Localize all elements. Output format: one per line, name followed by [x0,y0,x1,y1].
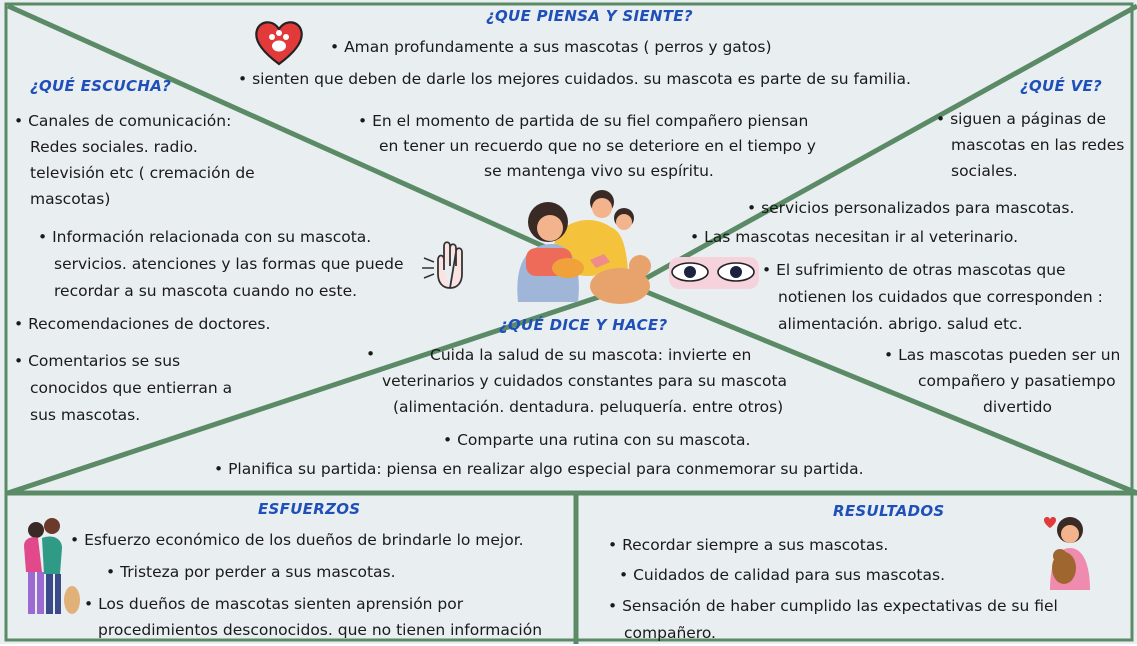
hear-item: conocidos que entierran a [30,379,233,397]
see-item: mascotas en las redes [951,136,1125,154]
gains-title: RESULTADOS [833,502,945,520]
eyes-icon [668,256,760,294]
pains-item: • Esfuerzo económico de los dueños de br… [70,531,524,549]
say-do-item: (alimentación. dentadura. peluquería. en… [393,398,784,416]
see-item: • Las mascotas necesitan ir al veterinar… [690,228,1019,246]
say-do-item: veterinarios y cuidados constantes para … [382,372,788,390]
gains-item: compañero. [624,624,716,642]
see-item: • El sufrimiento de otras mascotas que [762,261,1066,279]
hear-item: • Canales de comunicación: [14,112,232,130]
see-item: • servicios personalizados para mascotas… [747,199,1075,217]
hear-item: Redes sociales. radio. [30,138,198,156]
hear-item: servicios. atenciones y las formas que p… [54,255,404,273]
see-item: compañero y pasatiempo [918,372,1116,390]
think-feel-item: en tener un recuerdo que no se deteriore… [379,137,816,155]
hear-item: • Comentarios se sus [14,352,181,370]
think-feel-item: • sienten que deben de darle los mejores… [238,70,911,88]
say-do-item: • Comparte una rutina con su mascota. [443,431,751,449]
say-do-item: • Planifica su partida: piensa en realiz… [214,460,864,478]
think-feel-item: • En el momento de partida de su fiel co… [358,112,809,130]
pains-title: ESFUERZOS [258,500,361,518]
see-item: • Las mascotas pueden ser un [884,346,1121,364]
think-feel-item: se mantenga vivo su espíritu. [484,162,714,180]
listening-ear-icon [420,236,476,296]
heart-paw-icon [252,17,306,71]
family-with-pets-illustration [508,182,656,316]
see-item: divertido [983,398,1052,416]
see-item: alimentación. abrigo. salud etc. [778,315,1023,333]
person-with-dog-illustration [1036,512,1096,596]
think-feel-item: • Aman profundamente a sus mascotas ( pe… [330,38,772,56]
pains-item: procedimientos desconocidos. que no tien… [98,621,543,639]
say-do-title: ¿QUÉ DICE Y HACE? [499,316,668,334]
say-do-item: Cuida la salud de su mascota: invierte e… [430,346,752,364]
say-do-bullet: • [366,345,376,363]
see-item: sociales. [951,162,1018,180]
gains-item: • Recordar siempre a sus mascotas. [608,536,889,554]
pains-item: • Tristeza por perder a sus mascotas. [106,563,396,581]
see-title: ¿QUÉ VE? [1020,77,1103,95]
hear-item: televisión etc ( cremación de [30,164,255,182]
hugging-people-illustration [16,516,82,624]
hear-item: recordar a su mascota cuando no este. [54,282,358,300]
see-item: • siguen a páginas de [936,110,1107,128]
hear-item: • Recomendaciones de doctores. [14,315,271,333]
hear-item: • Información relacionada con su mascota… [38,228,372,246]
think-feel-title: ¿QUE PIENSA Y SIENTE? [486,7,693,25]
hear-title: ¿QUÉ ESCUCHA? [30,77,172,95]
gains-item: • Sensación de haber cumplido las expect… [608,597,1058,615]
hear-item: sus mascotas. [30,406,141,424]
pains-item: • Los dueños de mascotas sienten aprensi… [84,595,464,613]
see-item: notienen los cuidados que corresponden : [778,288,1103,306]
gains-item: • Cuidados de calidad para sus mascotas. [619,566,946,584]
hear-item: mascotas) [30,190,111,208]
